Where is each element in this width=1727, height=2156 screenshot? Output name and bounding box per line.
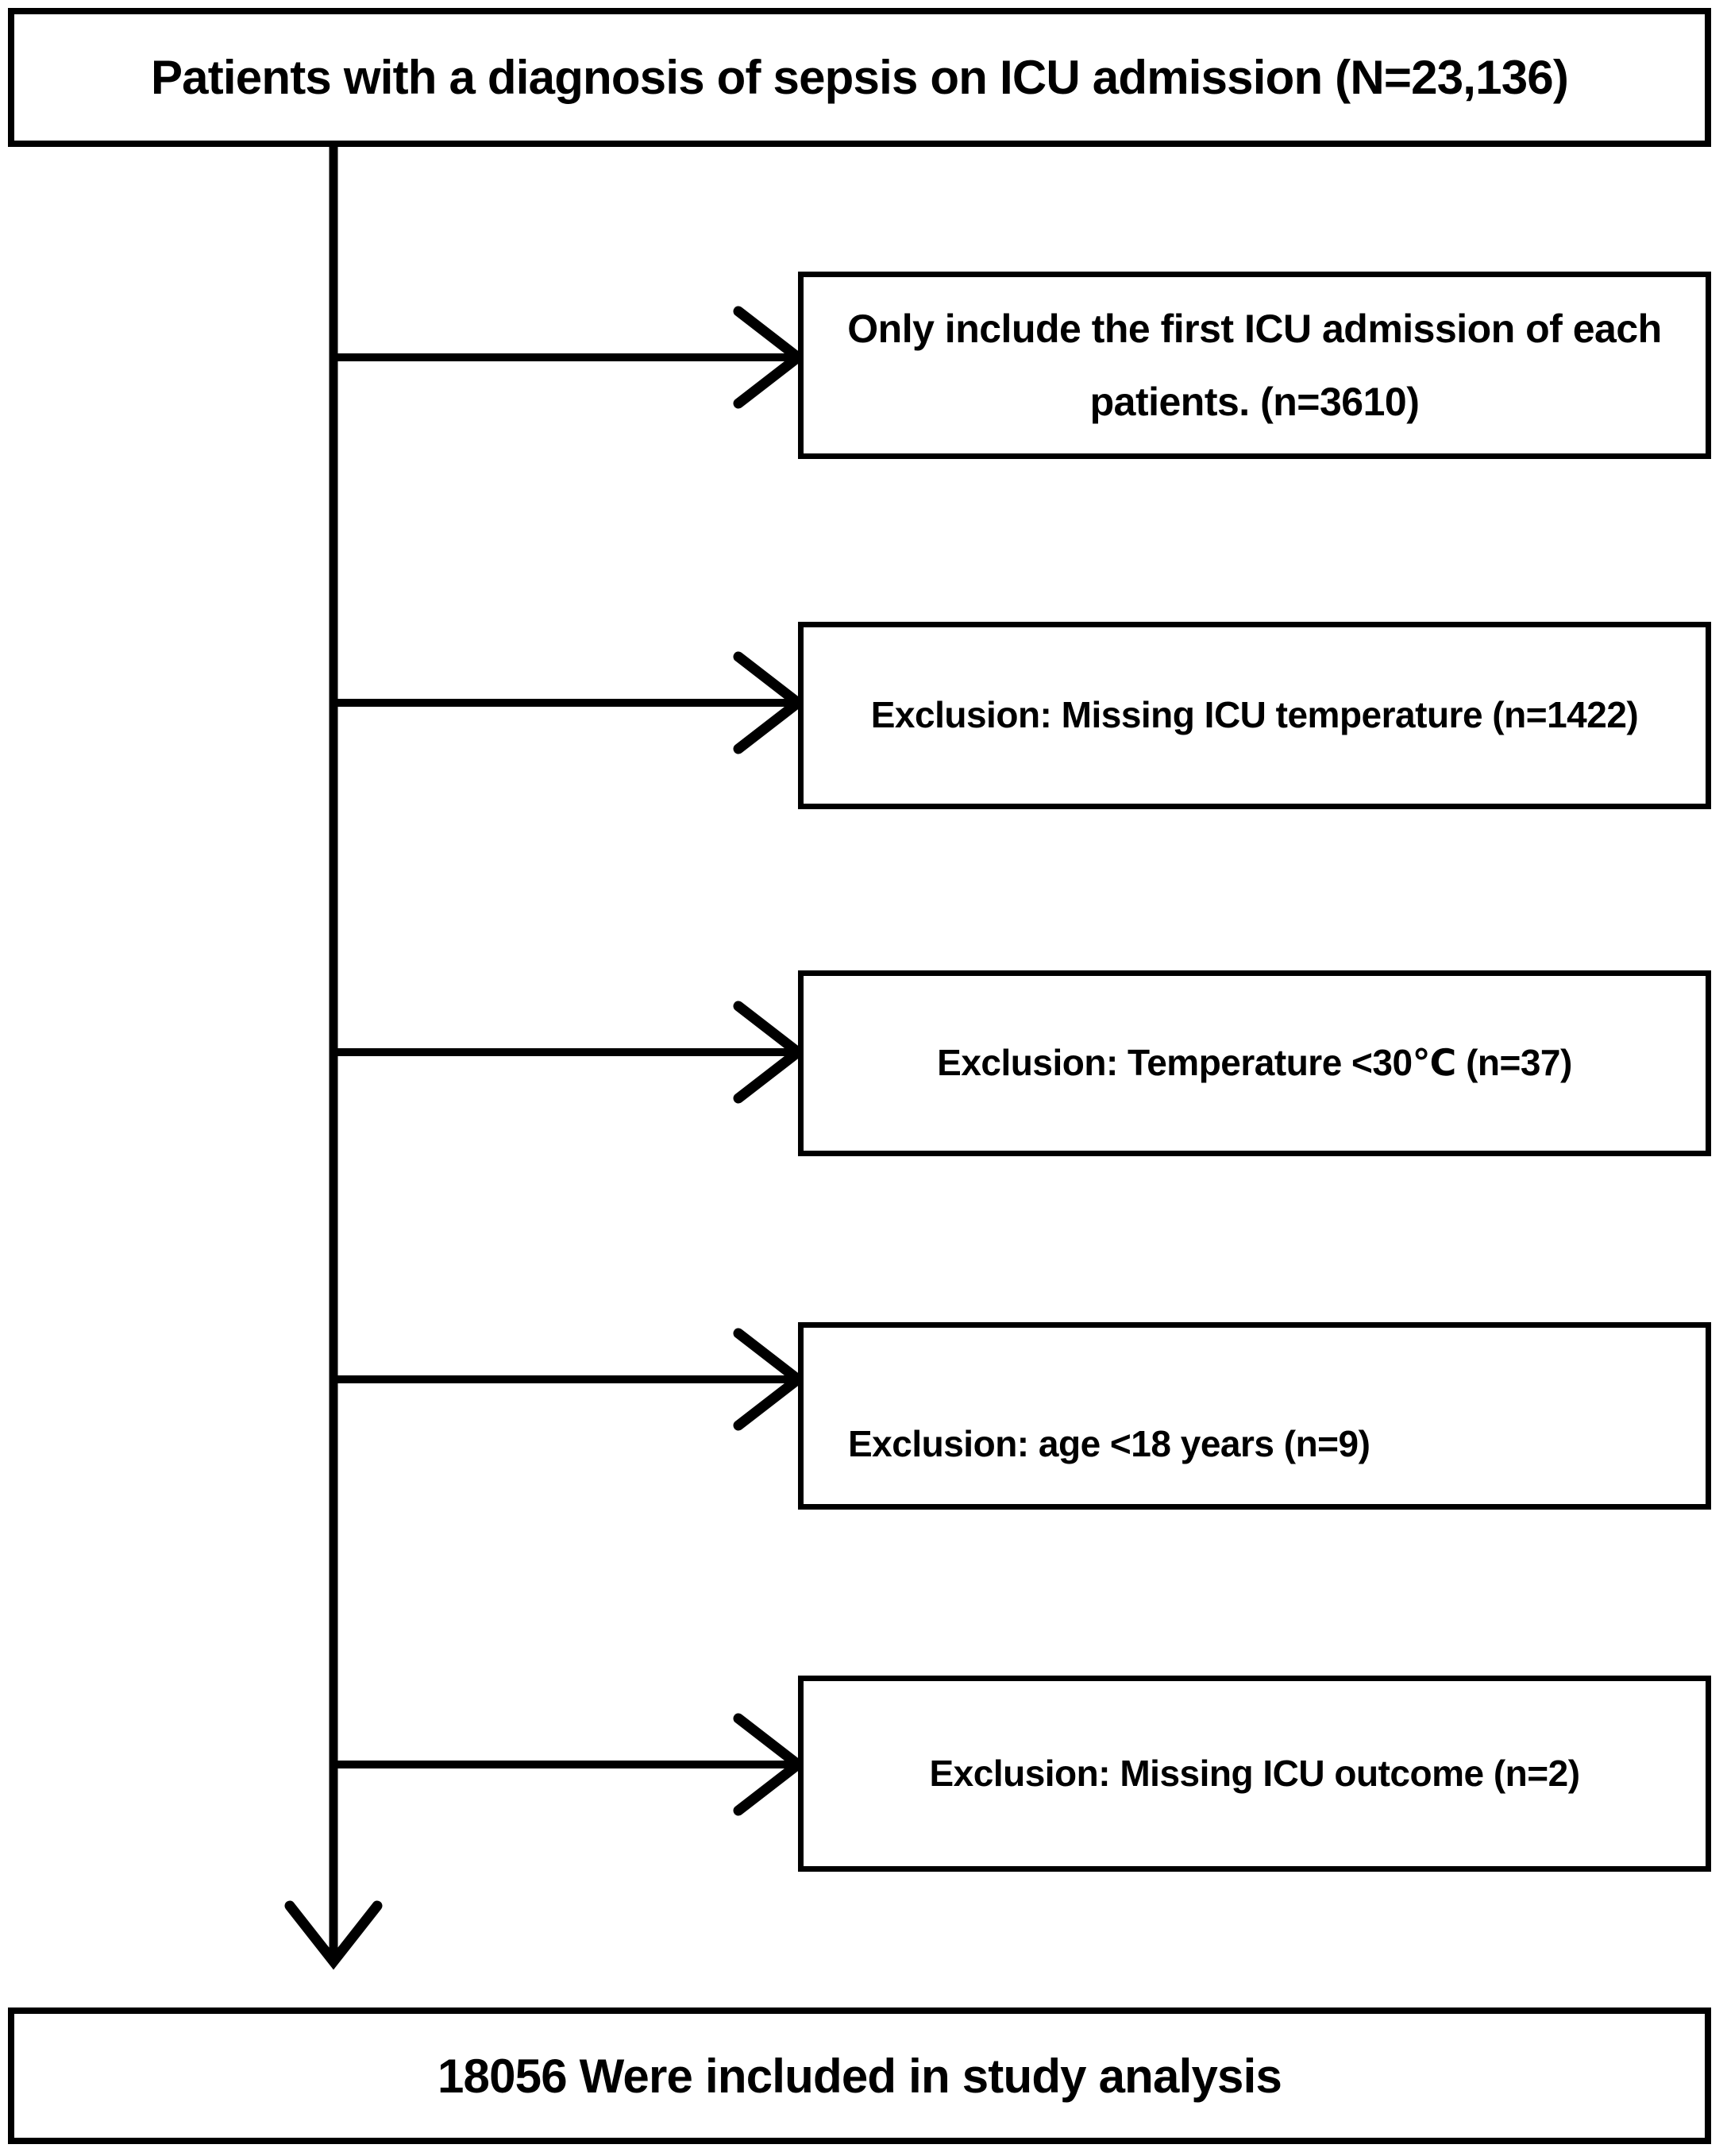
exclusion-box-2: Exclusion: Missing ICU temperature (n=14… xyxy=(798,622,1711,809)
bottom-included-label: 18056 Were included in study analysis xyxy=(437,2049,1282,2103)
arrowhead-bottom-icon xyxy=(284,1900,383,1970)
top-cohort-box: Patients with a diagnosis of sepsis on I… xyxy=(8,8,1711,147)
exclusion-label-4: Exclusion: age <18 years (n=9) xyxy=(848,1423,1370,1465)
top-cohort-label: Patients with a diagnosis of sepsis on I… xyxy=(150,51,1569,104)
exclusion-label-3: Exclusion: Temperature <30℃ (n=37) xyxy=(937,1042,1572,1084)
exclusion-box-5: Exclusion: Missing ICU outcome (n=2) xyxy=(798,1676,1711,1872)
arrowhead-1-icon xyxy=(733,306,807,409)
exclusion-box-1: Only include the first ICU admission of … xyxy=(798,272,1711,459)
exclusion-box-3: Exclusion: Temperature <30℃ (n=37) xyxy=(798,970,1711,1156)
exclusion-label-1-line2: patients. (n=3610) xyxy=(1089,380,1420,424)
arrowhead-4-icon xyxy=(733,1328,807,1431)
exclusion-label-5: Exclusion: Missing ICU outcome (n=2) xyxy=(929,1752,1580,1794)
exclusion-label-2: Exclusion: Missing ICU temperature (n=14… xyxy=(870,694,1639,736)
exclusion-box-4: Exclusion: age <18 years (n=9) xyxy=(798,1322,1711,1510)
bottom-included-box: 18056 Were included in study analysis xyxy=(8,2008,1711,2144)
exclusion-label-1-line1: Only include the first ICU admission of … xyxy=(847,306,1662,351)
exclusion-label-1: Only include the first ICU admission of … xyxy=(828,292,1680,439)
arrowhead-2-icon xyxy=(733,651,807,754)
arrowhead-5-icon xyxy=(733,1713,807,1816)
arrowhead-3-icon xyxy=(733,1001,807,1104)
